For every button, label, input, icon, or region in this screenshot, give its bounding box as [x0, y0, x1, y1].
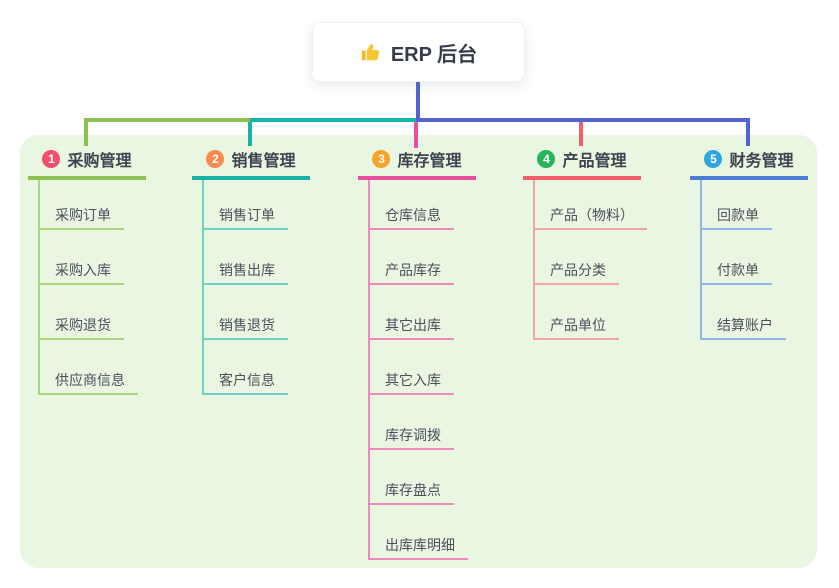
- connector-drop-sales: [248, 118, 252, 146]
- branch-child-spine: [368, 180, 370, 560]
- branch-underline: [28, 176, 146, 180]
- branch-sales-title[interactable]: 2 销售管理: [192, 146, 310, 172]
- branch-underline: [358, 176, 476, 180]
- connector-root-line: [416, 82, 420, 119]
- branch-product-title[interactable]: 4 产品管理: [523, 146, 641, 172]
- mindmap-node[interactable]: 销售订单: [202, 198, 288, 230]
- connector-drop-finance: [746, 118, 750, 146]
- mindmap-node[interactable]: 采购入库: [38, 253, 124, 285]
- mindmap-node[interactable]: 产品分类: [533, 253, 619, 285]
- mindmap-node[interactable]: 付款单: [700, 253, 772, 285]
- branch-purchase-title[interactable]: 1 采购管理: [28, 146, 146, 172]
- branch-number-badge: 1: [42, 150, 61, 168]
- mindmap-node[interactable]: 库存盘点: [368, 473, 454, 505]
- mindmap-node[interactable]: 客户信息: [202, 363, 288, 395]
- mindmap-node[interactable]: 出库库明细: [368, 528, 468, 560]
- root-node[interactable]: ERP 后台: [312, 22, 525, 82]
- mindmap-node[interactable]: 供应商信息: [38, 363, 138, 395]
- branch-underline: [192, 176, 310, 180]
- connector-bus-green: [84, 118, 250, 122]
- mindmap-node[interactable]: 回款单: [700, 198, 772, 230]
- branch-title-label: 产品管理: [562, 153, 627, 170]
- mindmap-node[interactable]: 产品（物料）: [533, 198, 647, 230]
- mindmap-node[interactable]: 结算账户: [700, 308, 786, 340]
- mindmap-node[interactable]: 库存调拨: [368, 418, 454, 450]
- branch-title-label: 销售管理: [231, 153, 296, 170]
- thumbs-up-icon: [360, 41, 382, 63]
- connector-bus-teal: [250, 118, 416, 122]
- branch-child-spine: [533, 180, 535, 340]
- mindmap-node[interactable]: 其它入库: [368, 363, 454, 395]
- connector-drop-product: [579, 120, 583, 146]
- connector-bus-indigo: [416, 118, 750, 122]
- mindmap-node[interactable]: 仓库信息: [368, 198, 454, 230]
- branch-inventory-title[interactable]: 3 库存管理: [358, 146, 476, 172]
- branch-number-badge: 4: [537, 150, 556, 168]
- branch-underline: [523, 176, 641, 180]
- connector-drop-purchase: [84, 118, 88, 146]
- branch-finance-title[interactable]: 5 财务管理: [690, 146, 808, 172]
- mindmap-node[interactable]: 其它出库: [368, 308, 454, 340]
- branches-panel: [20, 135, 817, 568]
- connector-drop-inventory: [414, 118, 418, 148]
- branch-title-label: 库存管理: [397, 153, 462, 170]
- mindmap-node[interactable]: 产品单位: [533, 308, 619, 340]
- mindmap-node[interactable]: 产品库存: [368, 253, 454, 285]
- branch-title-label: 采购管理: [67, 153, 132, 170]
- branch-child-spine: [202, 180, 204, 395]
- branch-underline: [690, 176, 808, 180]
- branch-child-spine: [38, 180, 40, 395]
- branch-number-badge: 5: [704, 150, 723, 168]
- branch-child-spine: [700, 180, 702, 340]
- branch-number-badge: 2: [206, 150, 225, 168]
- mindmap-node[interactable]: 采购订单: [38, 198, 124, 230]
- root-node-label: ERP 后台: [390, 43, 478, 66]
- branch-title-label: 财务管理: [729, 153, 794, 170]
- mindmap-node[interactable]: 销售退货: [202, 308, 288, 340]
- mindmap-node[interactable]: 销售出库: [202, 253, 288, 285]
- branch-number-badge: 3: [372, 150, 391, 168]
- mindmap-node[interactable]: 采购退货: [38, 308, 124, 340]
